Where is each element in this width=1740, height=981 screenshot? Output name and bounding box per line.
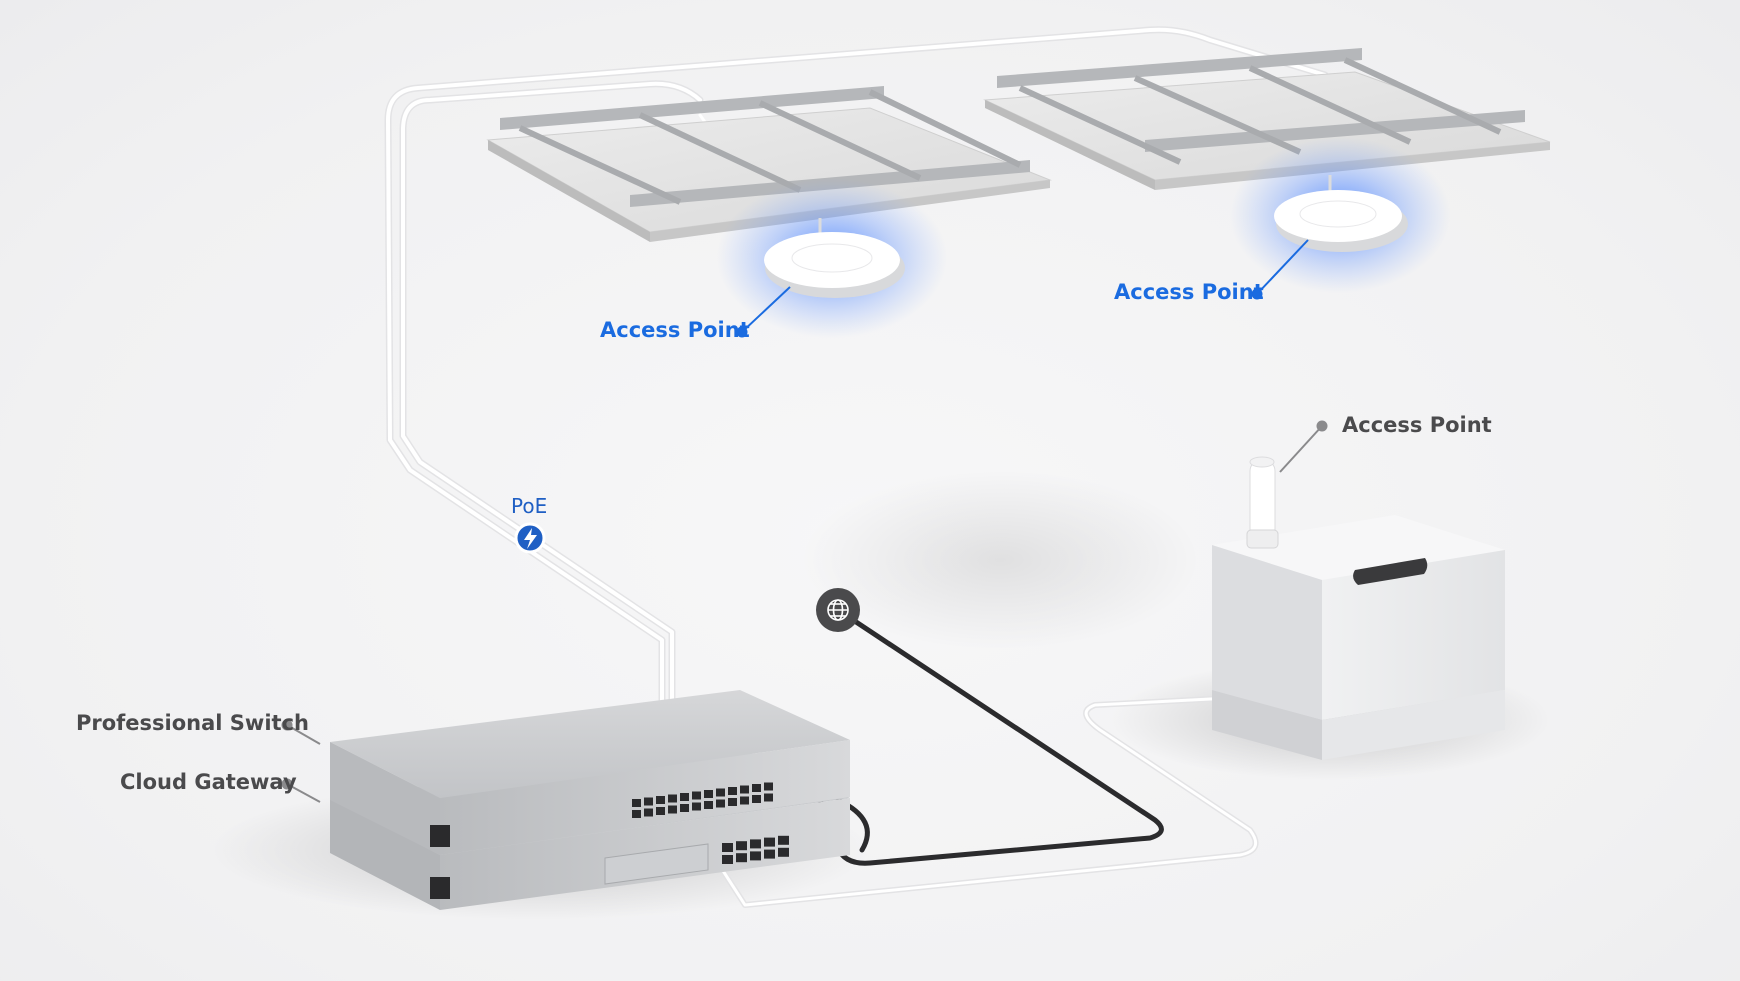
ethernet-port bbox=[692, 791, 701, 800]
lightning-bolt-icon bbox=[524, 528, 537, 549]
ethernet-port bbox=[728, 787, 737, 795]
ethernet-port bbox=[632, 810, 641, 818]
ethernet-port bbox=[778, 835, 789, 845]
switch-ports bbox=[632, 782, 773, 818]
ethernet-port bbox=[764, 837, 775, 847]
ethernet-port bbox=[736, 853, 747, 863]
leader-dot bbox=[281, 778, 293, 790]
label-poe: PoE bbox=[511, 494, 548, 518]
ethernet-port bbox=[704, 801, 713, 809]
ethernet-port bbox=[740, 796, 749, 805]
ethernet-port bbox=[722, 855, 733, 864]
ethernet-port bbox=[668, 805, 677, 814]
ethernet-port bbox=[750, 851, 761, 861]
label-professional-switch: Professional Switch bbox=[76, 711, 309, 735]
label-access-point-right: Access Point bbox=[1114, 280, 1264, 304]
ethernet-port bbox=[656, 796, 665, 804]
ethernet-port bbox=[692, 802, 701, 811]
ethernet-port bbox=[644, 808, 653, 817]
outdoor-enclosure bbox=[1212, 515, 1505, 760]
ethernet-port bbox=[752, 784, 761, 792]
ethernet-port bbox=[716, 788, 725, 797]
ethernet-port bbox=[728, 798, 737, 806]
label-access-point-left: Access Point bbox=[600, 318, 750, 342]
gateway-display bbox=[430, 877, 450, 899]
ethernet-port bbox=[644, 797, 653, 806]
label-access-point-outdoor: Access Point bbox=[1342, 413, 1492, 437]
outdoor-ap bbox=[1246, 456, 1279, 549]
leader-dot bbox=[281, 719, 293, 731]
internet-badge bbox=[816, 588, 860, 632]
ethernet-port bbox=[778, 847, 789, 857]
ethernet-port bbox=[656, 807, 665, 815]
leader-dot bbox=[736, 326, 748, 338]
poe-badge bbox=[514, 522, 546, 554]
soft-shadow bbox=[800, 470, 1200, 650]
gateway-ports bbox=[722, 835, 789, 864]
ceiling-ap-right bbox=[1230, 137, 1450, 293]
ethernet-port bbox=[680, 804, 689, 812]
leader-dot bbox=[1251, 288, 1263, 300]
ethernet-port bbox=[764, 793, 773, 802]
ethernet-port bbox=[750, 839, 761, 849]
leader-dot bbox=[1316, 420, 1328, 432]
switch-display bbox=[430, 825, 450, 847]
ethernet-port bbox=[704, 790, 713, 798]
ethernet-port bbox=[764, 849, 775, 859]
ethernet-port bbox=[752, 795, 761, 803]
ethernet-port bbox=[632, 799, 641, 807]
label-cloud-gateway: Cloud Gateway bbox=[120, 770, 297, 794]
ethernet-port bbox=[668, 794, 677, 803]
ceiling-ap-left bbox=[717, 178, 947, 338]
ethernet-port bbox=[736, 841, 747, 851]
ethernet-port bbox=[740, 785, 749, 794]
ethernet-port bbox=[680, 793, 689, 801]
ethernet-port bbox=[722, 843, 733, 852]
ethernet-port bbox=[716, 799, 725, 808]
leader-lines bbox=[286, 239, 1323, 803]
globe-icon bbox=[827, 599, 849, 621]
ethernet-port bbox=[764, 782, 773, 791]
